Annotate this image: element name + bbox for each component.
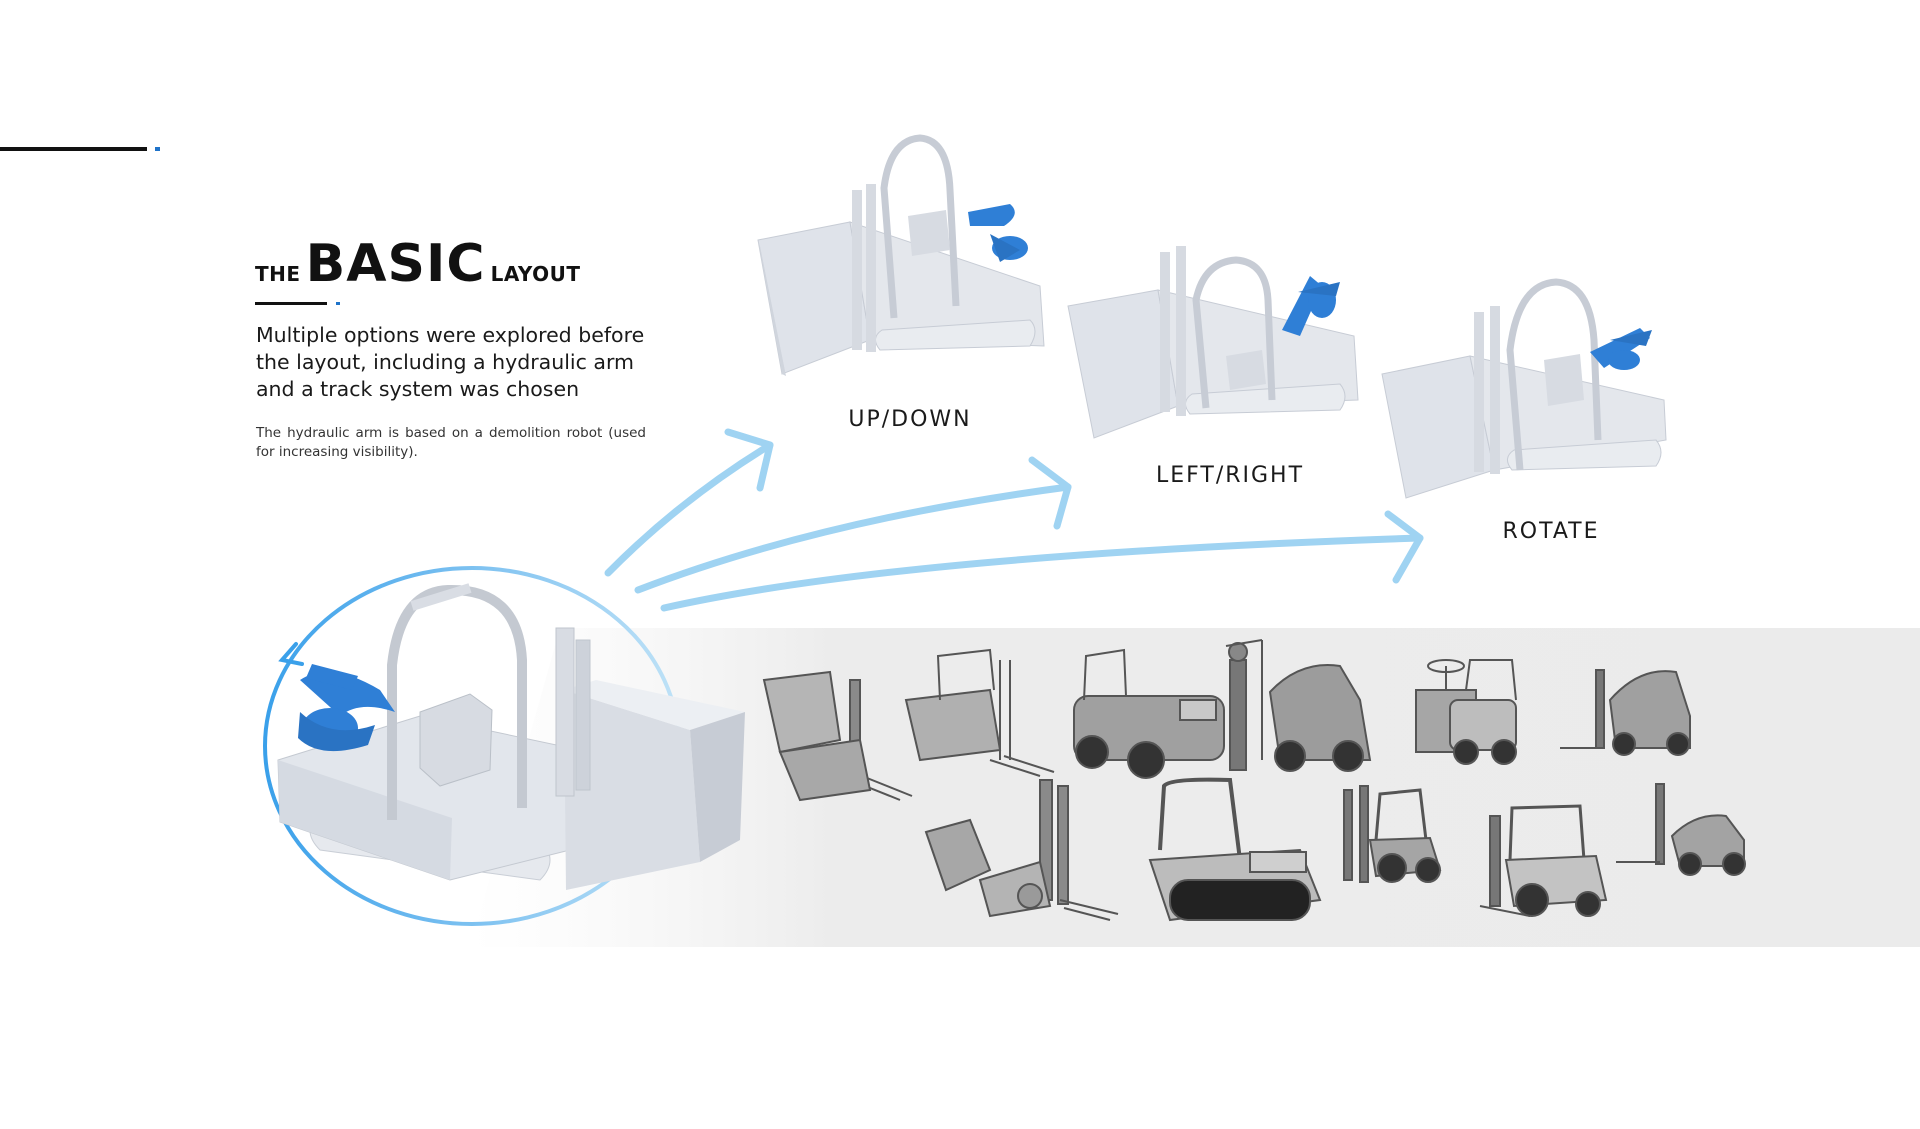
title-suffix: LAYOUT: [490, 262, 581, 286]
arrow-up-down: [604, 428, 774, 577]
reference-forklifts: [762, 639, 1746, 922]
variant-model-rotate: [1381, 278, 1667, 499]
arrow-left-right: [634, 456, 1072, 594]
title-main: BASIC: [305, 234, 486, 294]
arrow-rotate: [660, 510, 1424, 612]
label-left-right: LEFT/RIGHT: [1156, 463, 1304, 488]
label-up-down: UP/DOWN: [848, 407, 971, 432]
forklift-thumb-6: [1560, 669, 1691, 756]
forklift-thumb-10: [1479, 804, 1608, 917]
title-prefix: THE: [255, 262, 301, 286]
header-rule-dot: [155, 147, 160, 151]
note-paragraph: The hydraulic arm is based on a demoliti…: [256, 425, 646, 460]
forklift-thumb-4: [1225, 639, 1372, 772]
forklift-thumb-8: [1148, 777, 1322, 922]
header-rule: [0, 147, 147, 151]
forklift-thumb-3: [1073, 648, 1225, 779]
title-underline: [255, 302, 327, 305]
variant-model-left-right: [1067, 246, 1359, 439]
variant-model-up-down: [757, 134, 1045, 376]
forklift-thumb-11: [1616, 783, 1746, 876]
label-rotate: ROTATE: [1502, 519, 1599, 544]
forklift-thumb-12: [1427, 659, 1465, 690]
title-underline-dot: [336, 302, 340, 305]
intro-paragraph: Multiple options were explored before th…: [256, 323, 645, 401]
hydraulic-arm: [298, 664, 395, 752]
forklift-thumb-9: [1343, 785, 1442, 883]
forklift-thumb-1: [762, 670, 913, 802]
main-vehicle-model: [277, 583, 745, 890]
section-title: THE BASIC LAYOUT: [255, 238, 581, 290]
forklift-thumb-2: [904, 648, 1055, 777]
forklift-thumb-7: [924, 779, 1119, 921]
